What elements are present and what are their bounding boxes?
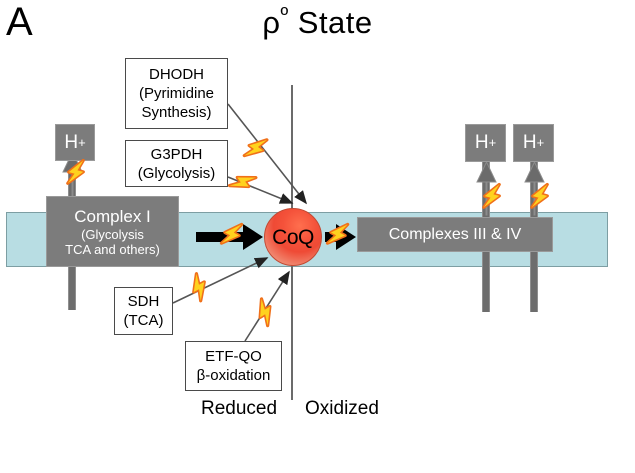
proton-symbol: H xyxy=(474,132,489,153)
g3pdh-connector xyxy=(227,176,294,204)
complex-i-subtitle-2: TCA and others) xyxy=(65,241,160,257)
caption-oxidized: Oxidized xyxy=(305,398,379,419)
proton-label-right-2: H+ xyxy=(513,124,554,162)
complex-i-title: Complex I xyxy=(74,206,151,226)
lightning-bolt-icon-g3pdh xyxy=(226,167,260,197)
enzyme-box-sdh: SDH (TCA) xyxy=(114,287,173,335)
coq-label: CoQ xyxy=(272,225,314,249)
title-rho: ρ xyxy=(262,5,281,40)
enzyme-box-etf-qo: ETF-QO β-oxidation xyxy=(185,341,282,391)
figure-title: ρº State xyxy=(0,3,635,40)
enzyme-box-dhodh: DHODH (Pyrimidine Synthesis) xyxy=(125,58,228,129)
dhodh-line-2: (Pyrimidine xyxy=(138,85,214,102)
lightning-bolt-icon-etf-qo xyxy=(250,295,280,329)
dhodh-connector xyxy=(227,103,307,205)
proton-symbol: H xyxy=(522,132,537,153)
title-superscript: º xyxy=(280,3,289,27)
coq-circle: CoQ xyxy=(264,208,322,266)
g3pdh-line-1: G3PDH xyxy=(150,145,203,163)
enzyme-box-g3pdh: G3PDH (Glycolysis) xyxy=(125,140,228,187)
g3pdh-line-2: (Glycolysis) xyxy=(137,164,216,182)
caption-reduced: Reduced xyxy=(200,398,278,419)
complexes-iii-iv-title: Complexes III & IV xyxy=(388,225,522,243)
etfqo-line-2: β-oxidation xyxy=(196,367,271,384)
lightning-bolt-icon-dhodh xyxy=(241,131,271,165)
etfqo-connector xyxy=(244,270,290,342)
dhodh-line-1: DHODH xyxy=(149,66,204,83)
sdh-line-2: (TCA) xyxy=(123,312,164,329)
complex-i-box: Complex I (Glycolysis TCA and others) xyxy=(46,196,179,267)
etfqo-line-1: ETF-QO xyxy=(205,348,262,365)
lightning-bolt-icon-sdh xyxy=(185,270,213,304)
sdh-line-1: SDH xyxy=(127,293,160,310)
proton-symbol: H xyxy=(64,131,79,153)
panel-letter: A xyxy=(6,0,33,44)
dhodh-line-3: Synthesis) xyxy=(141,104,212,121)
proton-label-left: H+ xyxy=(55,124,95,161)
complex-i-subtitle-1: (Glycolysis xyxy=(81,226,144,242)
proton-label-right-1: H+ xyxy=(465,124,506,162)
title-suffix: State xyxy=(288,5,373,40)
complexes-iii-iv-box: Complexes III & IV xyxy=(357,217,553,252)
